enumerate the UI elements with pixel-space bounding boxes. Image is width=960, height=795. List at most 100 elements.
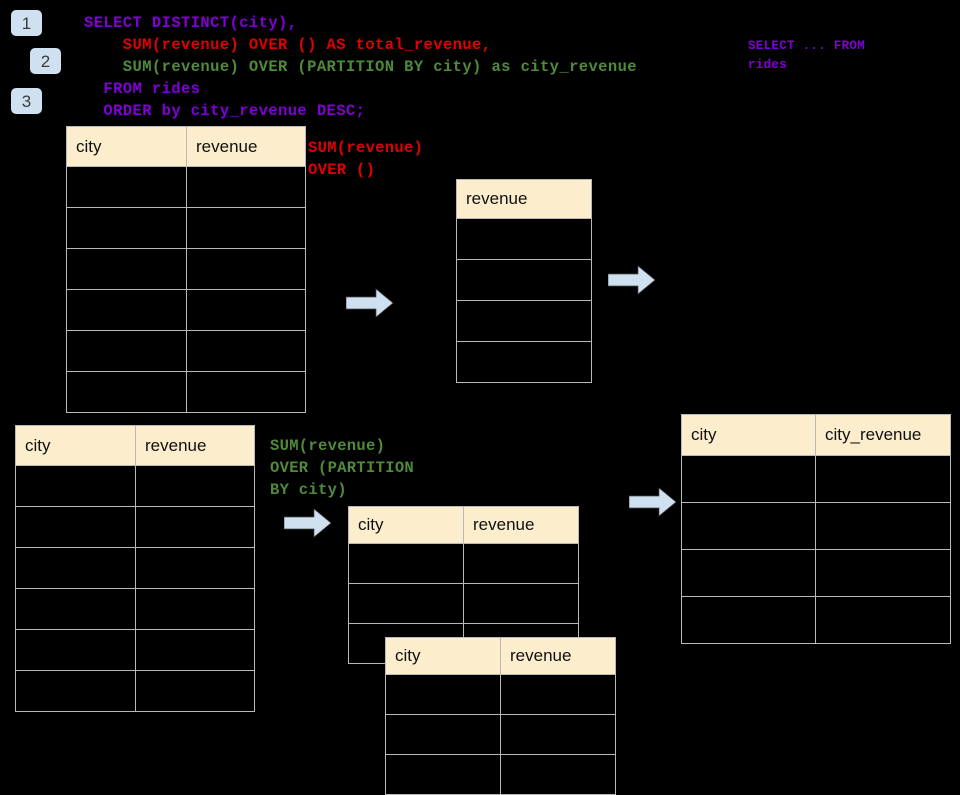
table-row: [348, 543, 579, 584]
table-cell: [500, 754, 616, 795]
step-badge-2: 2: [30, 48, 61, 74]
table-cell: [681, 596, 816, 644]
table-cell: [186, 248, 306, 290]
table-cell: [348, 543, 464, 584]
table-row: [385, 714, 616, 755]
table-cell: [66, 248, 187, 290]
sql-line-1: SELECT DISTINCT(city),: [84, 14, 298, 32]
arrow-source-to-total: [346, 288, 394, 318]
table-cell: [463, 543, 579, 584]
arrow-source2-to-partition: [284, 508, 332, 538]
sql-line-2: SUM(revenue) OVER () AS total_revenue,: [84, 36, 492, 54]
table-row: [66, 289, 306, 331]
table-cell: [385, 674, 501, 715]
table-cell: [135, 547, 255, 589]
table-cell: [186, 207, 306, 249]
table-header-row: revenue: [456, 179, 592, 219]
table-cell: [135, 670, 255, 712]
table-cell: [681, 549, 816, 597]
column-header: revenue: [500, 637, 616, 675]
table-cell: [15, 465, 136, 507]
table-row: [681, 502, 951, 550]
table-row: [456, 259, 592, 301]
table-row: [681, 455, 951, 503]
table-row: [15, 465, 255, 507]
table-row: [15, 670, 255, 712]
column-header: revenue: [186, 126, 306, 167]
table-cell: [135, 506, 255, 548]
arrow-total-to-result: [608, 265, 656, 295]
table-cell: [815, 596, 951, 644]
table-cell: [15, 629, 136, 671]
table-cell: [385, 714, 501, 755]
table-cell: [15, 670, 136, 712]
table-cell: [681, 502, 816, 550]
table-row: [348, 583, 579, 624]
table-row: [681, 596, 951, 644]
table-cell: [186, 371, 306, 413]
table-cell: [15, 506, 136, 548]
column-header: city: [15, 425, 136, 466]
table-cell: [135, 465, 255, 507]
table-row: [66, 166, 306, 208]
table-cell: [135, 629, 255, 671]
step-badge-1: 1: [11, 10, 42, 36]
sql-line-4: FROM rides: [84, 80, 201, 98]
table-cell: [500, 674, 616, 715]
table-cell: [15, 547, 136, 589]
table-row: [15, 588, 255, 630]
table-cell: [456, 218, 592, 260]
table-cell: [815, 549, 951, 597]
table-row: [66, 371, 306, 413]
table-cell: [500, 714, 616, 755]
table-row: [456, 300, 592, 342]
column-header: city: [385, 637, 501, 675]
table-cell: [15, 588, 136, 630]
table-cell: [815, 502, 951, 550]
table-row: [66, 207, 306, 249]
table-row: [385, 674, 616, 715]
table-row: [15, 629, 255, 671]
table-row: [15, 547, 255, 589]
table-cell: [186, 289, 306, 331]
column-header: revenue: [456, 179, 592, 219]
table-cell: [66, 289, 187, 331]
sql-query-block: SELECT DISTINCT(city), SUM(revenue) OVER…: [84, 12, 637, 122]
table-cell: [66, 330, 187, 372]
sql-line-3: SUM(revenue) OVER (PARTITION BY city) as…: [84, 58, 637, 76]
table-cell: [66, 166, 187, 208]
table-row: [15, 506, 255, 548]
table-row: [681, 549, 951, 597]
table-cell: [681, 455, 816, 503]
select-from-rides-annotation: SELECT ... FROM rides: [748, 39, 866, 72]
arrow-partition-to-result: [629, 487, 677, 517]
column-header: city_revenue: [815, 414, 951, 456]
column-header: city: [66, 126, 187, 167]
table-row: [66, 330, 306, 372]
total-revenue-table: revenue: [456, 179, 592, 383]
table-row: [456, 341, 592, 383]
table-cell: [66, 207, 187, 249]
table-cell: [456, 300, 592, 342]
table-cell: [66, 371, 187, 413]
table-row: [385, 754, 616, 795]
table-cell: [135, 588, 255, 630]
table-cell: [186, 166, 306, 208]
sum-over-partition-annotation: SUM(revenue) OVER (PARTITION BY city): [270, 437, 415, 499]
table-cell: [456, 341, 592, 383]
table-row: [66, 248, 306, 290]
table-row: [456, 218, 592, 260]
table-cell: [815, 455, 951, 503]
table-cell: [348, 583, 464, 624]
table-cell: [385, 754, 501, 795]
step-badge-3: 3: [11, 88, 42, 114]
table-cell: [186, 330, 306, 372]
